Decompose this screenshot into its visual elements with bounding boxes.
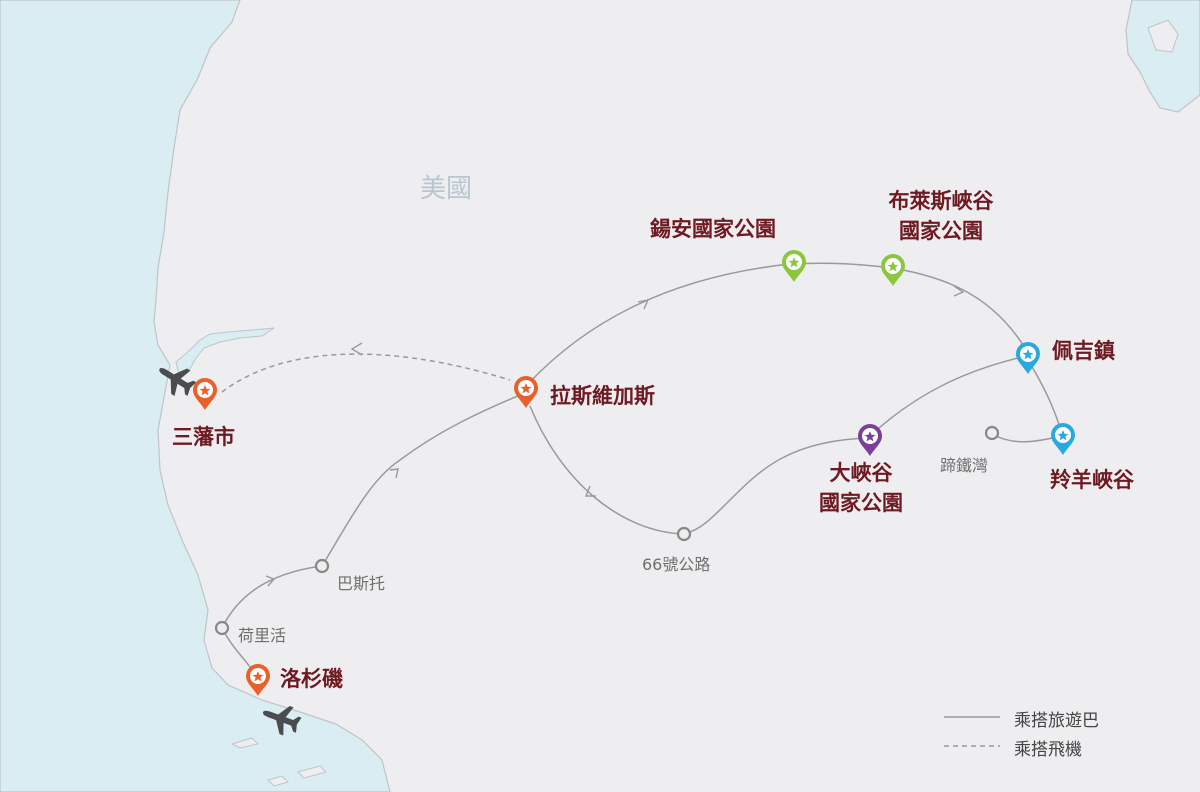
waypoint-circle-icon bbox=[676, 526, 692, 542]
star-pin-icon bbox=[881, 254, 905, 286]
san-francisco-bay bbox=[175, 327, 275, 379]
waypoint-barstow: 巴斯托 bbox=[337, 574, 386, 593]
city-los-angeles: 洛杉磯 bbox=[280, 666, 343, 691]
route-lasvegas-zion bbox=[525, 263, 791, 387]
city-bryce-line2: 國家公園 bbox=[899, 218, 983, 243]
star-pin-icon bbox=[246, 664, 270, 696]
arrow-chevron bbox=[389, 468, 399, 479]
route-route66-lasvegas bbox=[529, 405, 685, 535]
city-grand-canyon-line2: 國家公園 bbox=[819, 490, 903, 515]
city-grand-canyon: 大峽谷 國家公園 bbox=[806, 458, 916, 518]
lake-island bbox=[1147, 19, 1179, 53]
arrow-chevron bbox=[953, 285, 965, 297]
bus-routes bbox=[221, 262, 1063, 679]
route-grandcanyon-route66 bbox=[683, 437, 871, 535]
route-hollywood-barstow bbox=[221, 565, 323, 629]
arrow-chevron bbox=[265, 575, 276, 587]
island bbox=[230, 737, 259, 749]
airplane-icon bbox=[262, 705, 302, 736]
flight-arrow bbox=[350, 342, 363, 356]
waypoint-hollywood: 荷里活 bbox=[238, 626, 287, 645]
star-pin-icon bbox=[1016, 342, 1040, 374]
route-page-grandcanyon bbox=[869, 357, 1019, 437]
airplane-icon bbox=[159, 368, 197, 397]
city-san-francisco: 三藩市 bbox=[172, 424, 235, 449]
city-antelope-canyon: 羚羊峽谷 bbox=[1050, 467, 1134, 492]
pacific-ocean bbox=[0, 0, 391, 792]
direction-arrows bbox=[265, 285, 965, 587]
route-bryce-page bbox=[891, 267, 1026, 349]
route-barstow-lasvegas bbox=[321, 394, 521, 567]
city-zion: 鍚安國家公園 bbox=[650, 216, 776, 241]
waypoint-circle-icon bbox=[314, 558, 330, 574]
arrow-chevron bbox=[584, 485, 596, 497]
waypoint-circle-icon bbox=[214, 620, 230, 636]
island bbox=[267, 775, 289, 787]
country-label: 美國 bbox=[420, 174, 473, 204]
city-bryce-line1: 布萊斯峽谷 bbox=[888, 188, 994, 213]
waypoint-route-66: 66號公路 bbox=[642, 555, 711, 574]
legend-flight-label: 乘搭飛機 bbox=[1014, 740, 1082, 760]
legend-bus-label: 乘搭旅遊巴 bbox=[1014, 711, 1099, 731]
city-bryce-canyon: 布萊斯峽谷 國家公園 bbox=[876, 186, 1006, 246]
star-pin-icon bbox=[514, 376, 538, 408]
flight-route bbox=[221, 353, 511, 393]
city-page: 佩吉鎮 bbox=[1052, 338, 1115, 363]
waypoint-horseshoe-bend: 蹄鐵灣 bbox=[940, 456, 989, 475]
island bbox=[297, 765, 327, 779]
city-grand-canyon-line1: 大峽谷 bbox=[829, 460, 893, 485]
arrow-chevron bbox=[637, 299, 650, 310]
waypoint-circle-icon bbox=[984, 425, 1000, 441]
lake bbox=[1125, 0, 1200, 113]
star-pin-icon bbox=[1051, 423, 1075, 455]
star-pin-icon bbox=[193, 378, 217, 410]
city-las-vegas: 拉斯維加斯 bbox=[550, 383, 655, 408]
star-pin-icon bbox=[858, 424, 882, 456]
star-pin-icon bbox=[782, 250, 806, 282]
